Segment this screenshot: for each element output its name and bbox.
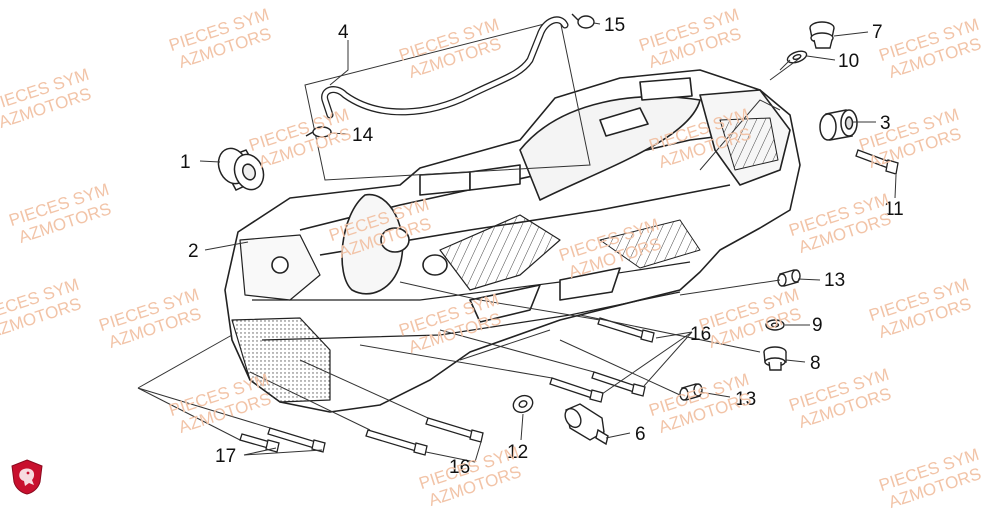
exploded-parts-diagram: 1 2 3 4 6 7 8 9 10 11 12 13 13 14 15 16 … xyxy=(137,13,904,478)
callout-14: 14 xyxy=(352,125,374,146)
callout-15: 15 xyxy=(604,15,625,36)
drain-plug xyxy=(763,346,787,371)
drain-washer xyxy=(765,319,785,331)
callout-13-lower: 13 xyxy=(735,389,756,410)
lion-shield-logo-icon xyxy=(11,459,43,495)
callout-8: 8 xyxy=(810,353,821,374)
bolts-lower-set xyxy=(239,417,484,456)
callout-6: 6 xyxy=(635,424,646,445)
callout-7: 7 xyxy=(872,22,883,43)
callout-9: 9 xyxy=(812,315,823,336)
callout-17: 17 xyxy=(215,446,236,467)
callout-13-upper: 13 xyxy=(824,270,845,291)
breather-hose-group xyxy=(304,16,591,181)
dowel-pin xyxy=(777,269,801,287)
filler-plug xyxy=(809,21,835,49)
hose-clip xyxy=(571,13,595,29)
callout-2: 2 xyxy=(188,241,199,262)
callout-10: 10 xyxy=(838,51,859,72)
hose-clamp xyxy=(305,126,332,138)
callout-12: 12 xyxy=(507,442,528,463)
callout-4: 4 xyxy=(338,22,349,43)
rubber-bushing xyxy=(217,147,265,191)
callout-3: 3 xyxy=(880,113,891,134)
callout-16-bottom: 16 xyxy=(449,457,470,478)
callout-labels: 1 2 3 4 6 7 8 9 10 11 12 13 13 14 15 16 … xyxy=(180,15,904,478)
bolts-upper-set xyxy=(549,317,655,403)
crankcase-half xyxy=(224,69,801,413)
callout-11: 11 xyxy=(884,199,904,220)
bushing xyxy=(819,109,858,141)
callout-1: 1 xyxy=(180,152,191,173)
sealing-washer xyxy=(786,50,808,64)
bolt xyxy=(855,149,899,175)
leader-lines xyxy=(137,22,897,463)
dowel-pin-lower xyxy=(679,383,703,401)
callout-16-right: 16 xyxy=(690,324,711,345)
flat-washer xyxy=(512,394,534,414)
plug-bolt xyxy=(564,403,609,446)
